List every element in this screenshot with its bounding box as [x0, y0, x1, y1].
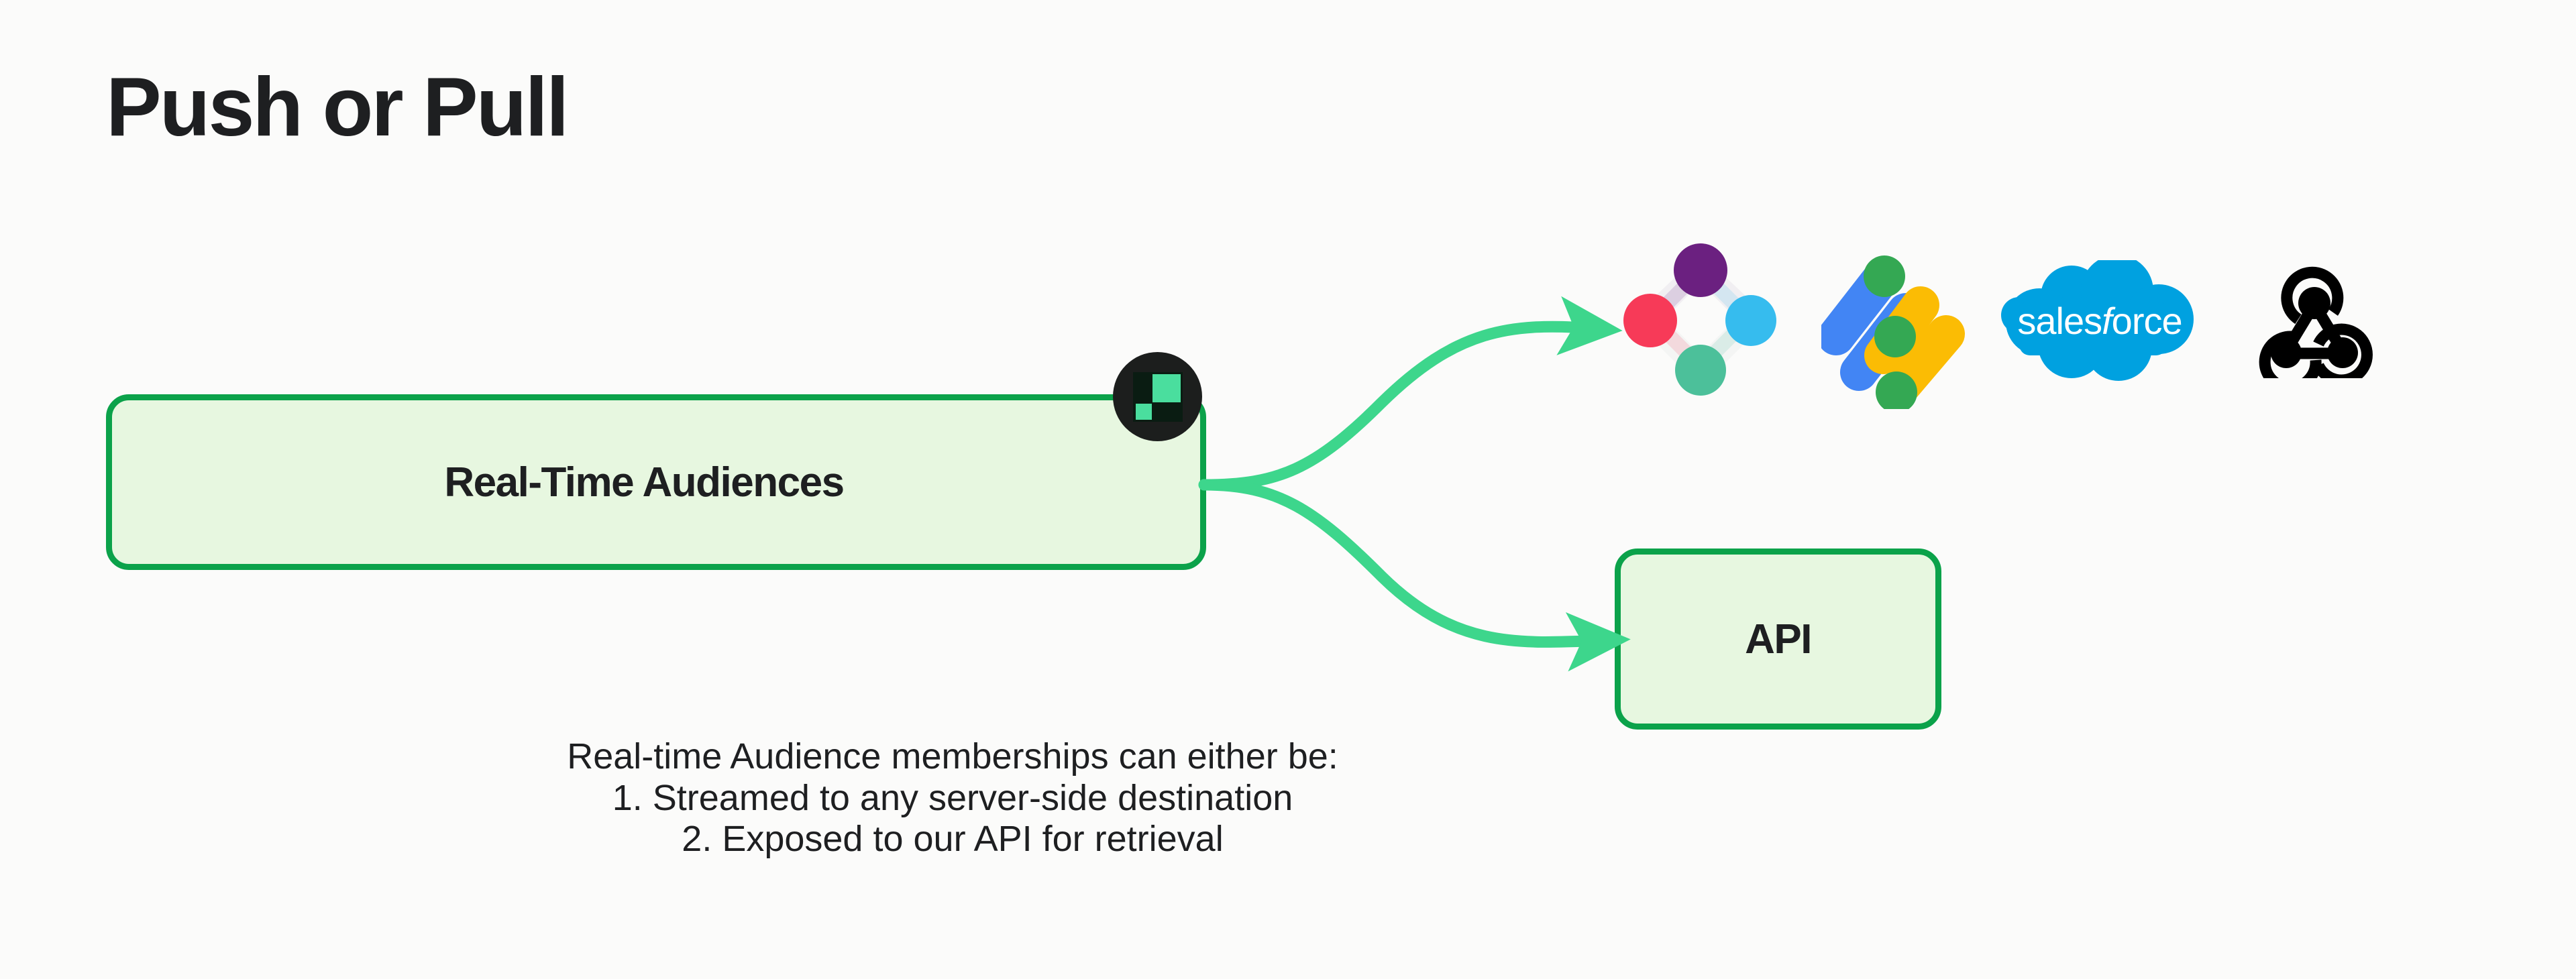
page-title: Push or Pull: [106, 61, 569, 154]
caption-list: 1. Streamed to any server-side destinati…: [429, 778, 1476, 860]
caption-block: Real-time Audience memberships can eithe…: [429, 736, 1476, 860]
caption-item-2: 2. Exposed to our API for retrieval: [682, 819, 1224, 860]
api-label: API: [1745, 616, 1812, 663]
destination-logo-row: salesforce: [1623, 235, 2415, 413]
google-ads-dot-middle: [1874, 316, 1916, 357]
segment-dot-bottom: [1675, 345, 1726, 396]
amplitude-square-small: [1135, 403, 1152, 420]
segment-dot-right: [1725, 295, 1776, 346]
caption-item-1: 1. Streamed to any server-side destinati…: [612, 777, 1293, 818]
salesforce-wordmark-prefix: sales: [2017, 300, 2102, 342]
webhook-logo-icon: [2254, 264, 2375, 394]
amplitude-mark: [1132, 371, 1183, 422]
amplitude-logo-icon: [1113, 352, 1202, 441]
segment-dot-top: [1674, 243, 1727, 297]
connector-pull: [1198, 479, 1631, 672]
real-time-audiences-label: Real-Time Audiences: [444, 459, 845, 506]
salesforce-wordmark-italic: f: [2102, 300, 2112, 342]
real-time-audiences-box[interactable]: Real-Time Audiences: [106, 394, 1206, 570]
salesforce-wordmark: salesforce: [1999, 299, 2200, 343]
connector-push: [1198, 296, 1623, 491]
amplitude-square-large: [1152, 373, 1181, 402]
google-ads-dot-bottom: [1876, 371, 1917, 413]
salesforce-wordmark-suffix: orce: [2111, 300, 2183, 342]
salesforce-logo-icon: salesforce: [1999, 255, 2200, 381]
segment-dot-left: [1623, 294, 1677, 347]
google-ads-dot-top: [1864, 255, 1905, 297]
segment-logo-icon: [1623, 241, 1778, 396]
api-box[interactable]: API: [1615, 549, 1941, 730]
google-ads-logo-icon: [1817, 235, 1969, 413]
caption-heading: Real-time Audience memberships can eithe…: [567, 736, 1338, 776]
